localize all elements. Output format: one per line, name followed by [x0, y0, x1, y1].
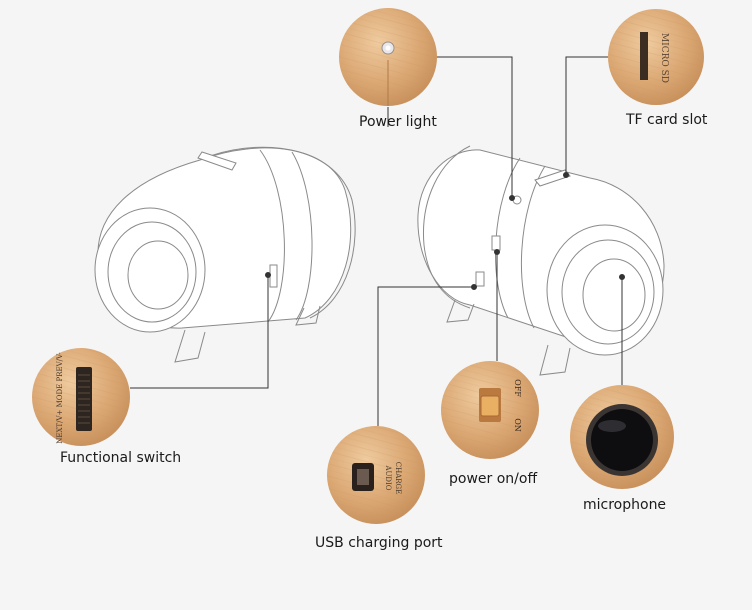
functional-switch-label: Functional switch [60, 450, 182, 466]
left-speaker-drawing [94, 146, 356, 363]
micro-sd-imprint: MICRO SD [659, 33, 669, 83]
power-on-off-label: power on/off [449, 471, 538, 487]
tf-card-slot-icon [640, 32, 648, 80]
right-speaker-drawing [417, 145, 665, 376]
microphone-detail [570, 385, 674, 489]
off-imprint: OFF [513, 379, 522, 397]
functional-switch-detail: NEXT/V+ MODE PREV/V- [32, 348, 130, 446]
power-light-detail [339, 8, 437, 106]
charge-imprint: CHARGE [394, 462, 402, 495]
power-light-label: Power light [359, 114, 437, 130]
audio-imprint: AUDIO [384, 464, 392, 490]
tf-card-slot-label: TF card slot [626, 112, 708, 128]
leader-lines [130, 56, 625, 426]
usb-port-detail: CHARGE AUDIO [327, 426, 425, 524]
tf-card-detail: MICRO SD [608, 9, 704, 105]
usb-charging-port-label: USB charging port [315, 535, 443, 551]
function-keys-imprint: NEXT/V+ MODE PREV/V- [56, 352, 64, 444]
microphone-grille-icon [591, 409, 653, 471]
microphone-label: microphone [583, 497, 667, 513]
slide-switch-icon [480, 395, 500, 417]
power-switch-detail: OFF ON [441, 361, 539, 459]
on-imprint: ON [513, 418, 522, 432]
